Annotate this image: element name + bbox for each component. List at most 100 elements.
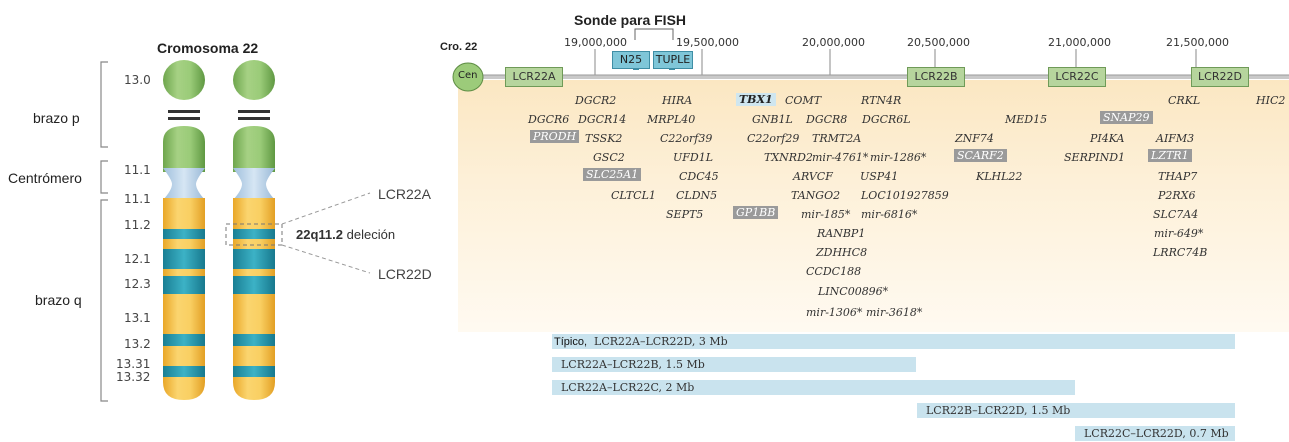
gene-label: DGCR8: [806, 113, 848, 126]
gene-label-highlight: TBX1: [736, 93, 776, 106]
gene-label: mir-1306*: [806, 306, 863, 319]
deletion-label: 22q11.2 deleción: [296, 227, 395, 242]
gene-label: CRKL: [1168, 94, 1201, 107]
gene-label-highlight: SCARF2: [954, 149, 1007, 162]
band-label: 12.1: [124, 252, 151, 266]
chromosome-1: [163, 60, 205, 400]
chromosome-ideograms: [100, 60, 371, 402]
gene-label: TSSK2: [585, 132, 623, 145]
gene-label: C22orf29: [747, 132, 800, 145]
chromosome-title: Cromosoma 22: [157, 40, 259, 56]
deletion-bar-label: LCR22B–LCR22D, 1.5 Mb: [926, 404, 1071, 417]
gene-label: GSC2: [593, 151, 625, 164]
position-label: 21,500,000: [1166, 36, 1229, 49]
lcr22c-box: LCR22C: [1048, 67, 1106, 87]
band-label: 13.2: [124, 337, 151, 351]
gene-label: mir-1286*: [870, 151, 927, 164]
gene-label-highlight: LZTR1: [1148, 149, 1192, 162]
position-label: 19,000,000: [564, 36, 627, 49]
gene-label: RANBP1: [817, 227, 866, 240]
gene-label: SLC7A4: [1153, 208, 1199, 221]
gene-label: CLTCL1: [611, 189, 656, 202]
deletion-bar: LCR22B–LCR22D, 1.5 Mb: [917, 403, 1235, 418]
gene-label: C22orf39: [660, 132, 713, 145]
gene-label: P2RX6: [1158, 189, 1196, 202]
gene-label: mir-185*: [801, 208, 851, 221]
lcr22a-box: LCR22A: [505, 67, 563, 87]
deletion-bar-prefix: Típico,: [554, 336, 588, 348]
lcr22a-label: LCR22A: [378, 186, 431, 202]
chromosome-axis: //: [452, 28, 1289, 92]
gene-label: CLDN5: [676, 189, 718, 202]
band-label: 11.1: [124, 192, 151, 206]
chromosome-axis-label: Cro. 22: [440, 41, 478, 53]
deletion-bar: LCR22A–LCR22B, 1.5 Mb: [552, 357, 916, 372]
gene-label: mir-649*: [1154, 227, 1204, 240]
band-label: 13.1: [124, 311, 151, 325]
gene-label: AIFM3: [1156, 132, 1195, 145]
gene-label: mir-3618*: [866, 306, 923, 319]
lcr-pointer-lines: [281, 192, 371, 274]
band-label: 12.3: [124, 277, 151, 291]
gene-label: ZNF74: [955, 132, 994, 145]
gene-label: MRPL40: [647, 113, 696, 126]
gene-label-highlight: SNAP29: [1100, 111, 1153, 124]
chromosome-2: [225, 60, 283, 400]
probe-n25: N25: [612, 51, 650, 69]
gene-label: TRMT2A: [812, 132, 862, 145]
gene-label: DGCR2: [575, 94, 617, 107]
gene-label: COMT: [785, 94, 822, 107]
position-label: 19,500,000: [676, 36, 739, 49]
gene-label: CDC45: [679, 170, 719, 183]
band-label: 13.0: [124, 73, 151, 87]
deletion-bar-label: LCR22A–LCR22B, 1.5 Mb: [561, 358, 705, 371]
position-label: 21,000,000: [1048, 36, 1111, 49]
deletion-band: 22q11.2: [296, 227, 343, 242]
gene-label: USP41: [860, 170, 899, 183]
gene-label: THAP7: [1158, 170, 1198, 183]
p-arm-satellite: [163, 60, 205, 100]
band-label: 13.31: [116, 357, 151, 371]
arm-brackets: [100, 61, 108, 402]
gene-label: TXNRD2: [764, 151, 813, 164]
band-label: 13.32: [116, 370, 151, 384]
lcr22d-box: LCR22D: [1191, 67, 1249, 87]
gene-label: GNB1L: [752, 113, 793, 126]
gene-label: LINC00896*: [818, 285, 889, 298]
gene-label: RTN4R: [861, 94, 902, 107]
deletion-bar-label: LCR22C–LCR22D, 0.7 Mb: [1084, 427, 1229, 440]
gene-label: UFD1L: [673, 151, 714, 164]
gene-label: ZDHHC8: [816, 246, 868, 259]
gene-label: LOC101927859: [861, 189, 949, 202]
gene-label: DGCR14: [578, 113, 627, 126]
centromere-label: Centrómero: [8, 170, 82, 186]
fish-probe-title: Sonde para FISH: [574, 12, 687, 28]
gene-label: LRRC74B: [1153, 246, 1208, 259]
position-label: 20,500,000: [907, 36, 970, 49]
deletion-bar: Típico, LCR22A–LCR22D, 3 Mb: [552, 334, 1235, 349]
deletion-bar: LCR22C–LCR22D, 0.7 Mb: [1075, 426, 1235, 441]
gene-label: mir-6816*: [861, 208, 918, 221]
deletion-bar-label: LCR22A–LCR22C, 2 Mb: [561, 381, 695, 394]
gene-label: ARVCF: [793, 170, 833, 183]
band-label: 11.2: [124, 218, 151, 232]
gene-label: CCDC188: [806, 265, 862, 278]
p-arm-label: brazo p: [33, 110, 80, 126]
deletion-bar: LCR22A–LCR22C, 2 Mb: [552, 380, 1075, 395]
q-arm-label: brazo q: [35, 292, 82, 308]
centromere-marker-label: Cen: [458, 70, 478, 81]
centromere: [163, 168, 205, 200]
deletion-region: [225, 223, 283, 246]
gene-label: HIC2: [1256, 94, 1286, 107]
gene-label: DGCR6L: [862, 113, 911, 126]
gene-label: PI4KA: [1090, 132, 1125, 145]
deletion-bar-label: LCR22A–LCR22D, 3 Mb: [594, 335, 728, 348]
p-arm: [163, 126, 205, 172]
probe-tuple: TUPLE: [653, 51, 693, 69]
gene-label: mir-4761*: [812, 151, 869, 164]
q-arm: [163, 198, 205, 400]
gene-label: KLHL22: [976, 170, 1023, 183]
gene-label: HIRA: [662, 94, 693, 107]
gene-label-highlight: SLC25A1: [583, 168, 642, 181]
gene-label: DGCR6: [528, 113, 570, 126]
